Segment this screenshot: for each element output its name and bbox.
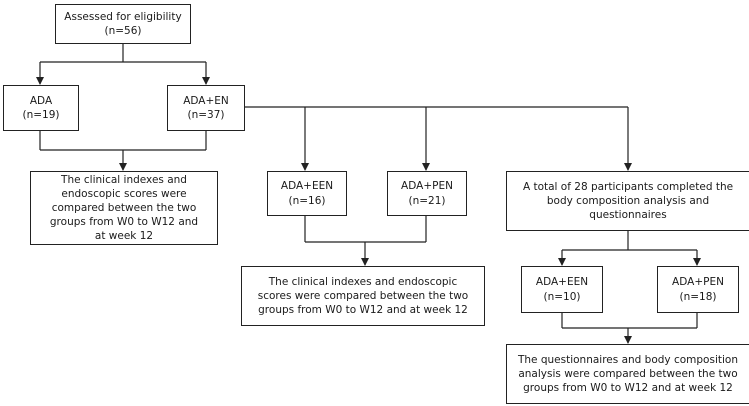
ada-en-count: (n=37) (187, 109, 225, 121)
ada-pen-2-count: (n=18) (679, 290, 717, 303)
ada-pen-2-title: ADA+PEN (672, 276, 724, 289)
assessed-title: Assessed for eligibility (64, 10, 182, 23)
clinical-ada-text: The clinical indexes and endoscopic scor… (49, 173, 199, 243)
ada-box: ADA (n=19) (3, 85, 79, 131)
ada-een-2-count: (n=10) (543, 290, 581, 303)
ada-een-1-count: (n=16) (288, 194, 326, 207)
completed-box: A total of 28 participants completed the… (506, 171, 749, 231)
ada-een-2-title: ADA+EEN (535, 276, 589, 289)
ada-count: (n=19) (22, 109, 60, 121)
ada-een-1-box: ADA+EEN (n=16) (267, 171, 347, 216)
questionnaires-box: The questionnaires and body composition … (506, 344, 749, 404)
clinical-ada-box: The clinical indexes and endoscopic scor… (30, 171, 218, 245)
assessed-count: (n=56) (104, 25, 142, 37)
ada-een-2-box: ADA+EEN (n=10) (521, 266, 603, 313)
questionnaires-text: The questionnaires and body composition … (517, 353, 738, 395)
ada-pen-1-title: ADA+PEN (401, 180, 453, 193)
ada-en-title: ADA+EN (183, 94, 229, 107)
ada-pen-1-box: ADA+PEN (n=21) (387, 171, 467, 216)
ada-een-1-title: ADA+EEN (280, 180, 334, 193)
ada-title: ADA (29, 94, 53, 107)
completed-text: A total of 28 participants completed the… (522, 180, 734, 222)
ada-pen-2-box: ADA+PEN (n=18) (657, 266, 739, 313)
clinical-en-text: The clinical indexes and endoscopic scor… (257, 275, 469, 317)
ada-pen-1-count: (n=21) (408, 194, 446, 207)
clinical-en-box: The clinical indexes and endoscopic scor… (241, 266, 485, 326)
assessed-box: Assessed for eligibility (n=56) (55, 4, 191, 44)
ada-en-box: ADA+EN (n=37) (167, 85, 245, 131)
